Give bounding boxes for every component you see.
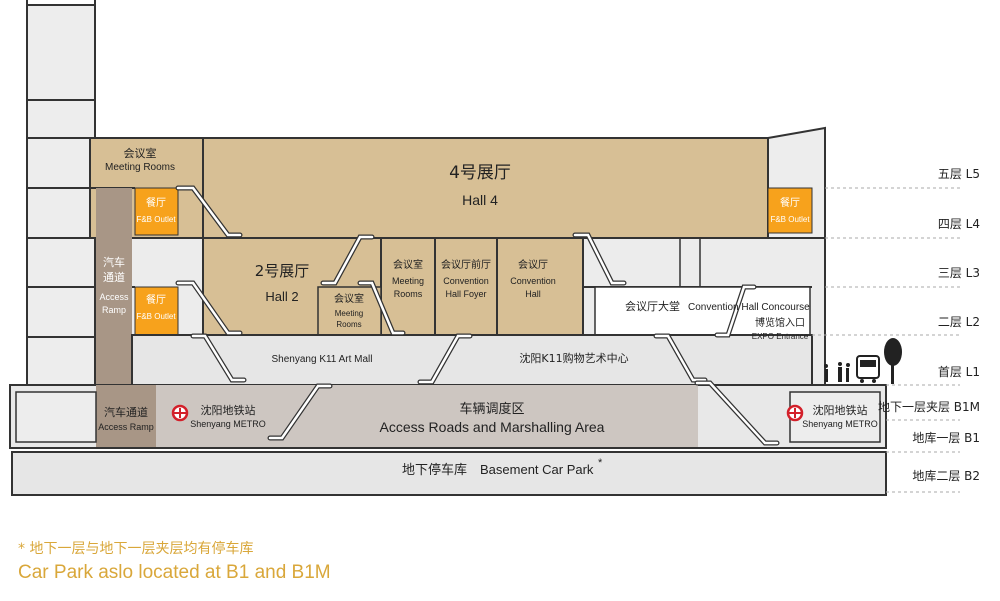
footnote-en: Car Park aslo located at B1 and B1M [18,562,331,583]
floor-label-l2: 二层 L2 [938,315,980,329]
foyer-en-2: Hall Foyer [445,289,486,299]
access-ramp-lower [96,385,156,448]
pedestrian-icon [824,362,850,382]
b2-level [11,451,887,496]
escalator-icon [175,185,780,446]
ramp-upper-zh-2: 通道 [103,270,125,284]
tree-icon [884,338,902,384]
fb-right-zh: 餐厅 [780,196,800,209]
hall-2-zh: 2号展厅 [255,262,310,280]
meeting-rooms-top-zh: 会议室 [124,146,157,160]
hall-2-en: Hall 2 [265,289,298,304]
conv-hall-zh: 会议厅 [518,258,548,271]
expo-en: EXPO Entrance [752,332,809,341]
foyer-zh: 会议厅前厅 [441,258,491,271]
k11-zh: 沈阳K11购物艺术中心 [519,351,628,365]
metro-left-zh: 沈阳地铁站 [201,403,256,417]
k11-en: Shenyang K11 Art Mall [272,354,373,365]
fb-right-en: F&B Outlet [770,215,810,224]
ramp-upper-en-1: Access [99,292,129,302]
fb-left-lower-en: F&B Outlet [136,312,176,321]
ramp-lower-en: Access Ramp [98,422,154,432]
meeting-small-zh: 会议室 [334,292,364,305]
marshalling-area [156,385,698,448]
footnote-zh: * 地下一层与地下一层夹层均有停车库 [18,541,254,557]
floor-label-b1m: 地下一层夹层 B1M [878,400,980,414]
metro-left-en: Shenyang METRO [190,419,266,429]
fb-left-upper-en: F&B Outlet [136,215,176,224]
floor-label-l3: 三层 L3 [938,266,980,280]
meeting-small-en-1: Meeting [335,309,363,318]
marshalling-zh: 车辆调度区 [459,401,524,417]
floor-label-l1: 首层 L1 [938,365,980,379]
meeting-rooms-top-en: Meeting Rooms [105,162,175,173]
carpark-zh: 地下停车库 [402,462,467,478]
hall-4-en: Hall 4 [462,192,498,208]
fb-left-upper-zh: 餐厅 [146,196,166,209]
meeting-small-en-2: Rooms [336,320,361,329]
metro-icon [171,404,189,422]
left-tower [26,0,96,386]
fb-left-lower-zh: 餐厅 [146,293,166,306]
ramp-lower-zh: 汽车通道 [104,405,148,419]
metro-right-zh: 沈阳地铁站 [813,403,868,417]
floor-label-b2: 地库二层 B2 [912,468,980,483]
fb-outlet-left-lower [134,286,179,336]
concourse-en: Convention Hall Concourse [688,302,810,313]
expo-zh: 博览馆入口 [755,316,805,329]
floor-label-b1: 地库一层 B1 [912,430,980,445]
foyer-en-1: Convention [443,276,489,286]
metro-right-en: Shenyang METRO [802,419,878,429]
hall-2-area [202,237,584,336]
meeting-mid-en-2: Rooms [394,289,423,299]
meeting-mid-en-1: Meeting [392,276,424,286]
concourse-zh: 会议厅大堂 [625,299,680,313]
ramp-upper-en-2: Ramp [102,305,126,315]
convention-concourse [594,286,811,336]
meeting-mid-zh: 会议室 [393,258,423,271]
conv-hall-en-2: Hall [525,289,541,299]
metro-icon [786,404,804,422]
marshalling-en: Access Roads and Marshalling Area [380,419,605,435]
floor-label-l5: 五层 L5 [938,167,980,181]
conv-hall-en-1: Convention [510,276,556,286]
footnote: * 地下一层与地下一层夹层均有停车库 Car Park aslo located… [18,538,331,584]
carpark-en: Basement Car Park [480,462,594,477]
access-ramp-column [96,188,132,385]
car-icon [856,355,880,383]
hall-4-zh: 4号展厅 [449,163,511,183]
fb-outlet-right [767,187,813,234]
ramp-upper-zh-1: 汽车 [103,255,125,269]
carpark-asterisk: * [598,457,603,469]
floor-label-l4: 四层 L4 [938,217,980,231]
meeting-rooms-small [317,286,382,336]
fb-outlet-left-upper [134,187,179,236]
